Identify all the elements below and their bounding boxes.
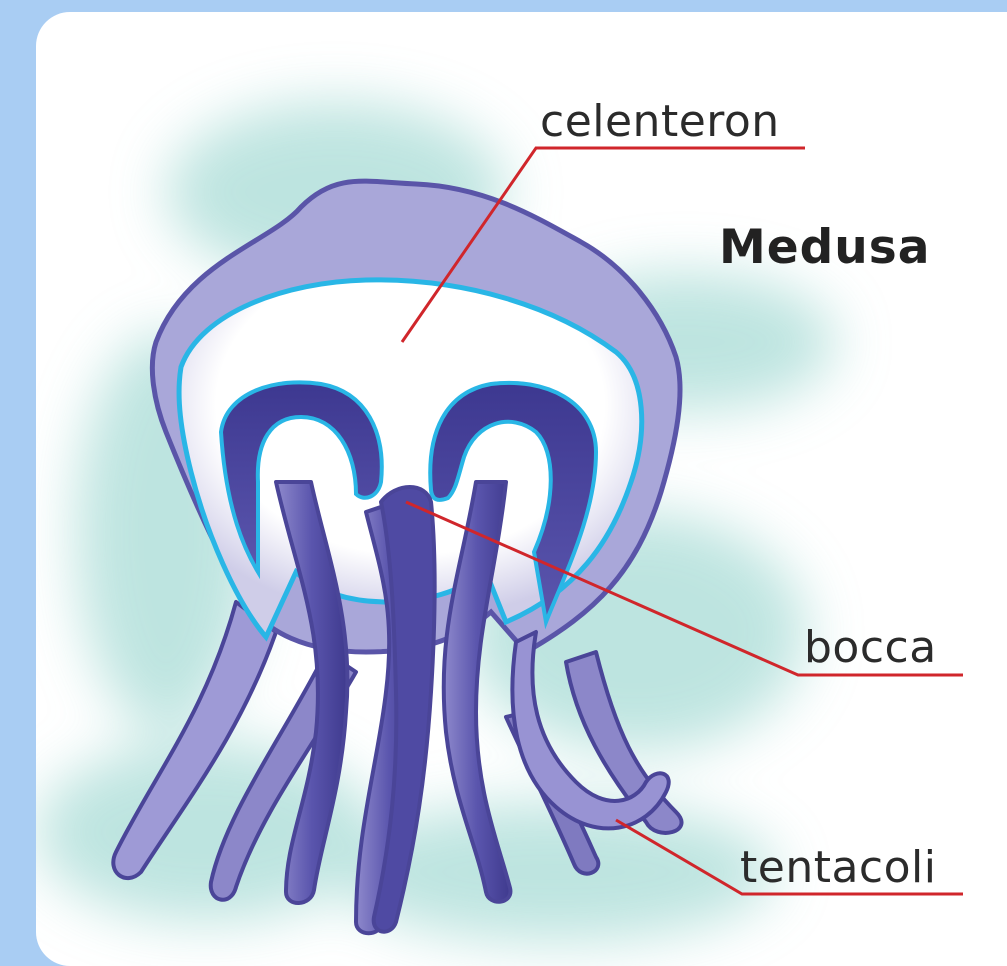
label-tentacoli: tentacoli xyxy=(740,842,936,893)
jellyfish-illustration xyxy=(36,12,1007,966)
label-celenteron: celenteron xyxy=(540,96,780,147)
diagram-title: Medusa xyxy=(719,220,930,275)
label-bocca: bocca xyxy=(804,622,937,673)
diagram-card: celenteron Medusa bocca tentacoli xyxy=(36,12,1007,966)
